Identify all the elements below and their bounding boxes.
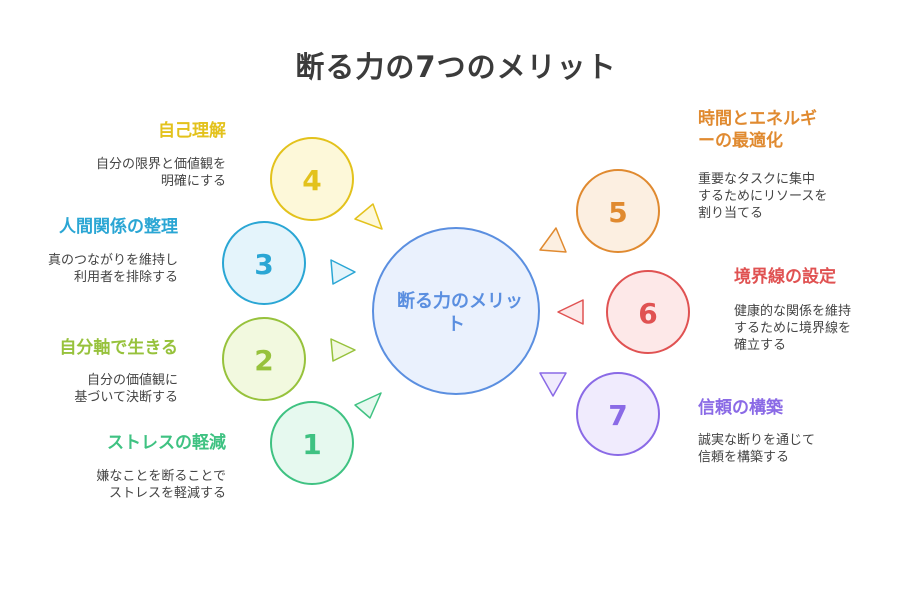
item-6-desc-line2: するために境界線を [734,321,852,336]
item-3-desc-line2: 利用者を排除する [73,270,178,285]
item-1-title: ストレスの軽減 [107,433,226,453]
item-6-desc-line3: 確立する [734,338,787,353]
node-7-number: 7 [608,399,627,432]
item-5-desc-line1: 重要なタスクに集中 [698,172,816,187]
node-5: 5 [539,169,660,253]
node-3-circle [222,221,306,305]
item-1-desc: 嫌なことを断ることで ストレスを軽減する [96,468,226,502]
node-2-number: 2 [254,344,273,377]
node-6-circle [606,270,690,354]
node-4-number: 4 [302,164,321,197]
item-7-title: 信頼の構築 [698,398,783,418]
item-3-title: 人間関係の整理 [59,217,178,237]
node-4-circle [270,137,354,221]
item-6-title: 境界線の設定 [734,267,836,287]
item-4-title: 自己理解 [158,121,226,141]
node-1: 1 [270,392,382,485]
item-7-desc: 誠実な断りを通じて 信頼を構築する [698,432,815,466]
diagram-title: 断る力の7つのメリット [295,50,617,84]
node-6-number: 6 [638,297,657,330]
item-7-desc-line1: 誠実な断りを通じて [698,433,816,448]
item-5-desc-line2: するためにリソースを [698,189,828,204]
node-7: 7 [539,372,660,456]
item-2-title: 自分軸で生きる [59,338,178,358]
item-5-title-line2: ーの最適化 [698,131,783,151]
item-3-desc: 真のつながりを維持し 利用者を排除する [48,252,178,286]
node-2-circle [222,317,306,401]
item-3-desc-line1: 真のつながりを維持し [47,253,178,268]
center-label-line2: ト [447,314,465,335]
node-4-arrow [354,203,383,230]
item-5-title-line1: 時間とエネルギ [698,109,817,129]
item-7-desc-line2: 信頼を構築する [698,450,790,465]
item-4-desc-line2: 明確にする [160,174,226,189]
node-6: 6 [557,270,690,354]
item-6-desc-line1: 健康的な関係を維持 [734,304,852,319]
item-6-desc: 健康的な関係を維持 するために境界線を 確立する [734,303,851,354]
item-5-desc-line3: 割り当てる [698,206,764,221]
item-1-desc-line1: 嫌なことを断ることで [96,469,226,484]
item-2-desc: 自分の価値観に 基づいて決断する [74,372,178,406]
item-2-desc-line2: 基づいて決断する [74,390,178,405]
node-5-arrow [539,227,567,253]
node-3: 3 [222,221,356,305]
node-2: 2 [222,317,356,401]
node-4: 4 [270,137,383,230]
node-5-number: 5 [608,196,627,229]
item-5-title: 時間とエネルギ ーの最適化 [698,108,817,152]
node-3-arrow [330,259,356,285]
node-1-arrow [354,392,382,419]
node-1-circle [270,401,354,485]
item-5-desc: 重要なタスクに集中 するためにリソースを 割り当てる [698,171,827,222]
center-label-line1: 断る力のメリッ [397,290,523,312]
item-2-desc-line1: 自分の価値観に [86,373,178,388]
item-1-desc-line2: ストレスを軽減する [108,486,226,501]
node-3-number: 3 [254,248,273,281]
node-7-circle [576,372,660,456]
node-2-arrow [330,338,356,362]
item-4-desc-line1: 自分の限界と価値観を [95,157,226,172]
node-5-circle [576,169,660,253]
center-circle [372,227,540,395]
node-7-arrow [539,372,567,397]
node-1-number: 1 [302,428,321,461]
node-6-arrow [557,299,584,325]
item-4-desc: 自分の限界と価値観を 明確にする [96,156,226,190]
